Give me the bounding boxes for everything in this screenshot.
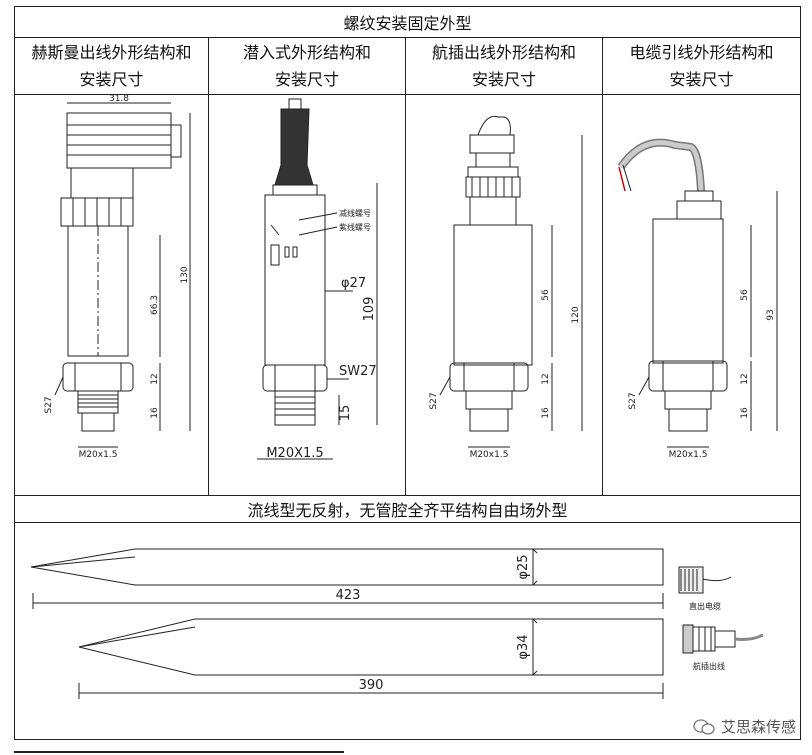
column-header-submersible: 潜入式外形结构和 安装尺寸 — [208, 37, 406, 95]
drawing-cable: 93 56 12 16 S27 M20x1.5 — [601, 94, 802, 496]
dim-total-length: 120 — [571, 306, 581, 323]
dim-length-1: 423 — [336, 588, 361, 603]
spec-sheet: 螺纹安装固定外型 赫斯曼出线外形结构和 安装尺寸 潜入式外形结构和 安装尺寸 航… — [13, 6, 802, 744]
dim-top-width: 31.8 — [109, 95, 129, 104]
flush-sensors-drawing: φ25 423 直出电缆 φ34 390 航插出线 — [30, 548, 764, 699]
column-header-line2: 安装尺寸 — [79, 70, 144, 89]
dim-diameter-1: φ25 — [516, 554, 531, 579]
dim-thread-spec: M20x1.5 — [669, 450, 708, 460]
dim-diameter-2: φ34 — [516, 634, 531, 659]
wechat-icon — [693, 718, 715, 735]
cable-sensor-drawing: 93 56 12 16 S27 M20x1.5 — [617, 138, 778, 460]
column-header-line1: 潜入式外形结构和 — [242, 43, 371, 62]
dim-hex-height: 12 — [150, 373, 160, 384]
dim-total-length: 130 — [180, 266, 190, 283]
dim-hex-size: S27 — [44, 396, 54, 413]
section2-title: 流线型无反射，无管腔全齐平结构自由场外型 — [13, 495, 802, 523]
table-title: 螺纹安装固定外型 — [13, 6, 802, 38]
drawing-aviation: 120 56 12 16 S27 M20x1.5 — [405, 94, 603, 496]
column-header-line2: 安装尺寸 — [669, 70, 734, 89]
label-aviation-plug: 航插出线 — [693, 661, 725, 671]
dim-thread-height: 15 — [338, 405, 353, 422]
watermark-text: 艾思森传感 — [720, 718, 796, 736]
dim-mid-length: 56 — [541, 289, 551, 301]
dim-total-length: 93 — [766, 309, 776, 320]
bottom-divider — [14, 751, 344, 753]
column-header-line2: 安装尺寸 — [471, 70, 536, 89]
drawing-flush-section: φ25 423 直出电缆 φ34 390 航插出线 — [13, 522, 802, 740]
dim-hex-size: SW27 — [339, 364, 377, 379]
label-wire-b: 紫线螺号 — [339, 222, 371, 232]
dim-length-2: 390 — [359, 678, 384, 693]
dim-thread-spec: M20X1.5 — [266, 446, 323, 461]
dim-hex-size: S27 — [429, 392, 439, 409]
column-header-line1: 电缆引线外形结构和 — [629, 43, 774, 62]
dim-mid-length: 56 — [740, 289, 750, 301]
spec-table: 螺纹安装固定外型 赫斯曼出线外形结构和 安装尺寸 潜入式外形结构和 安装尺寸 航… — [13, 6, 802, 740]
dim-thread-height: 16 — [150, 407, 160, 419]
column-header-line1: 赫斯曼出线外形结构和 — [31, 43, 192, 62]
dim-total-length: 109 — [362, 297, 377, 322]
dim-hex-height: 12 — [740, 373, 750, 384]
column-header-hirschmann: 赫斯曼出线外形结构和 安装尺寸 — [14, 37, 209, 95]
column-header-line2: 安装尺寸 — [274, 70, 339, 89]
drawing-hirschmann: 31.8 130 66.3 12 16 S27 M20x1.5 — [14, 94, 209, 496]
column-header-line1: 航插出线外形结构和 — [431, 43, 576, 62]
aviation-sensor-drawing: 120 56 12 16 S27 M20x1.5 — [429, 115, 583, 460]
dim-thread-spec: M20x1.5 — [470, 450, 509, 460]
label-wire-a: 减线螺号 — [339, 208, 371, 218]
dim-hex-size: S27 — [628, 392, 638, 409]
hirschmann-sensor-drawing: 31.8 130 66.3 12 16 S27 M20x1.5 — [44, 95, 191, 460]
column-header-aviation: 航插出线外形结构和 安装尺寸 — [405, 37, 603, 95]
dim-thread-height: 16 — [740, 407, 750, 419]
dim-thread-height: 16 — [541, 407, 551, 419]
dim-thread-spec: M20x1.5 — [79, 450, 118, 460]
label-direct-cable: 直出电缆 — [689, 601, 721, 611]
dim-mid-length: 66.3 — [150, 295, 160, 315]
dim-diameter: φ27 — [341, 276, 366, 291]
column-header-cable: 电缆引线外形结构和 安装尺寸 — [601, 37, 802, 95]
dim-hex-height: 12 — [541, 373, 551, 384]
submersible-sensor-drawing: 减线螺号 紫线螺号 φ27 109 SW27 15 M20X1.5 — [257, 98, 378, 461]
watermark: 艾思森传感 — [693, 716, 796, 737]
drawing-submersible: 减线螺号 紫线螺号 φ27 109 SW27 15 M20X1.5 — [208, 94, 406, 496]
